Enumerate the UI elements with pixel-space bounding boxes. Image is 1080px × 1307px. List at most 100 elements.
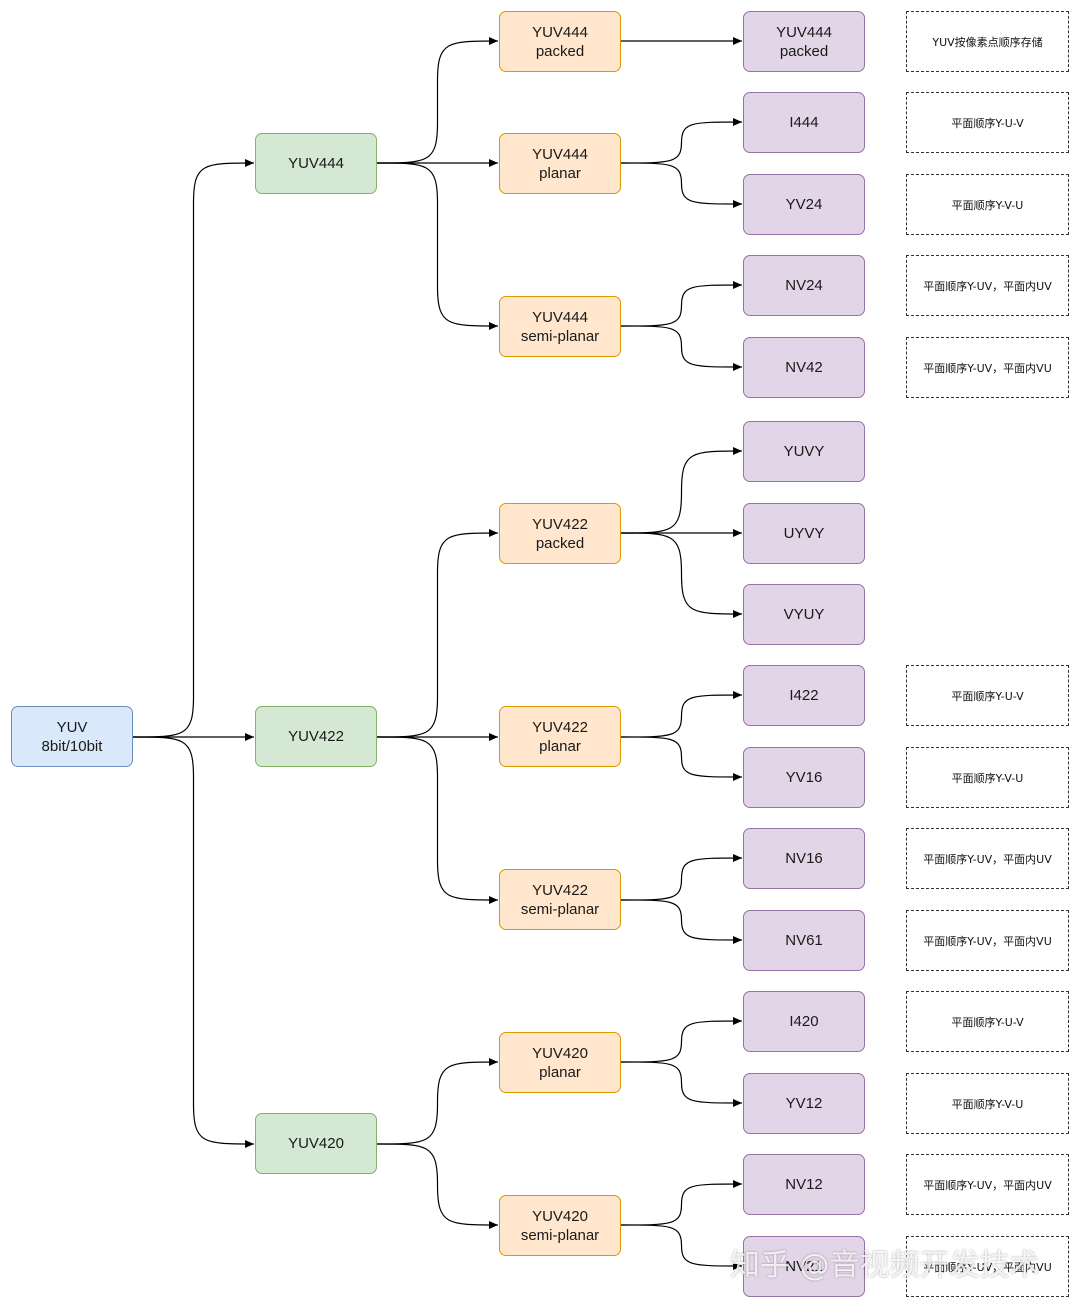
node-label-line2: semi-planar — [520, 1226, 600, 1244]
node-label: VYUY — [783, 606, 825, 623]
node-label-line2: packed — [535, 534, 585, 552]
edge-nv16 — [620, 854, 743, 901]
node-label: I420 — [789, 1013, 819, 1030]
node-label: YUVY — [783, 443, 825, 460]
edge-i420 — [620, 1017, 743, 1063]
node-nv12: NV12 — [743, 1154, 865, 1215]
note-i420: 平面顺序Y-U-V — [906, 991, 1069, 1052]
node-i420: I420 — [743, 991, 865, 1052]
node-label-line2: packed — [779, 42, 829, 60]
node-yuv444: YUV444 — [255, 133, 377, 194]
node-i422: I422 — [743, 665, 865, 726]
node-uyvy: UYVY — [743, 503, 865, 564]
node-yuv444-packed: YUV444 packed — [499, 11, 621, 72]
node-label-line1: YUV — [56, 718, 88, 736]
edge-yuv420-planar — [376, 1058, 499, 1145]
edge-yuv420-semiplanar — [376, 1143, 499, 1229]
edge-yv16 — [620, 736, 743, 781]
node-label-line2: planar — [539, 1063, 581, 1081]
note-i444: 平面顺序Y-U-V — [906, 92, 1069, 153]
node-yuv444-planar: YUV444 planar — [499, 133, 621, 194]
node-vyuy: VYUY — [743, 584, 865, 645]
note-yv24: 平面顺序Y-V-U — [906, 174, 1069, 235]
edge-yv24 — [620, 162, 743, 208]
note-i422: 平面顺序Y-U-V — [906, 665, 1069, 726]
node-label-line1: YUV422 — [532, 881, 588, 899]
node-label: I422 — [789, 687, 819, 704]
node-label: NV61 — [785, 932, 823, 949]
edge-root-yuv444 — [132, 159, 255, 738]
edge-yuv422-semiplanar — [376, 736, 499, 904]
edge-root-yuv420 — [132, 736, 255, 1148]
node-yuv422-planar: YUV422 planar — [499, 706, 621, 767]
node-label: YV12 — [785, 1095, 823, 1112]
edge-yuv422-packed — [376, 529, 499, 738]
note-nv24: 平面顺序Y-UV，平面内UV — [906, 255, 1069, 316]
node-label: NV24 — [785, 277, 823, 294]
node-label-line2: planar — [539, 164, 581, 182]
edge-nv61 — [620, 899, 743, 944]
node-yuv422-packed: YUV422 packed — [499, 503, 621, 564]
note-yv16: 平面顺序Y-V-U — [906, 747, 1069, 808]
edge-nv12 — [620, 1180, 743, 1226]
node-label-line2: planar — [539, 737, 581, 755]
note-yv12: 平面顺序Y-V-U — [906, 1073, 1069, 1134]
note-nv12: 平面顺序Y-UV，平面内UV — [906, 1154, 1069, 1215]
node-yuv-root: YUV 8bit/10bit — [11, 706, 133, 767]
edge-nv21 — [620, 1224, 743, 1270]
node-label-line2: semi-planar — [520, 327, 600, 345]
node-label: I444 — [789, 114, 819, 131]
edge-yuv444-semiplanar — [376, 162, 499, 330]
node-label-line1: YUV420 — [532, 1207, 588, 1225]
node-label-line1: YUV444 — [532, 145, 588, 163]
edge-nv42 — [620, 325, 743, 371]
edge-yv12 — [620, 1061, 743, 1107]
node-label: NV12 — [785, 1176, 823, 1193]
node-nv24: NV24 — [743, 255, 865, 316]
edge-i444 — [620, 118, 743, 164]
node-i444: I444 — [743, 92, 865, 153]
node-yuv444-packed-leaf: YUV444 packed — [743, 11, 865, 72]
node-label: YUV444 — [288, 155, 344, 172]
node-label: NV16 — [785, 850, 823, 867]
node-yuv422-semiplanar: YUV422 semi-planar — [499, 869, 621, 930]
edge-vyuy — [620, 532, 743, 618]
edge-nv24 — [620, 281, 743, 327]
node-label: YV16 — [785, 769, 823, 786]
edge-i422 — [620, 691, 743, 738]
node-nv21: NV21 — [743, 1236, 865, 1297]
node-yv24: YV24 — [743, 174, 865, 235]
node-label-line1: YUV422 — [532, 718, 588, 736]
node-label: NV42 — [785, 359, 823, 376]
note-nv16: 平面顺序Y-UV，平面内UV — [906, 828, 1069, 889]
node-nv42: NV42 — [743, 337, 865, 398]
node-label: UYVY — [783, 525, 825, 542]
node-yuv420-semiplanar: YUV420 semi-planar — [499, 1195, 621, 1256]
node-label-line2: packed — [535, 42, 585, 60]
node-yuv444-semiplanar: YUV444 semi-planar — [499, 296, 621, 357]
node-yv12: YV12 — [743, 1073, 865, 1134]
note-nv42: 平面顺序Y-UV，平面内VU — [906, 337, 1069, 398]
node-nv16: NV16 — [743, 828, 865, 889]
node-nv61: NV61 — [743, 910, 865, 971]
note-yuv444-packed: YUV按像素点顺序存储 — [906, 11, 1069, 72]
node-label-line1: YUV420 — [532, 1044, 588, 1062]
note-nv21: 平面顺序Y-UV，平面内VU — [906, 1236, 1069, 1297]
node-yuvy: YUVY — [743, 421, 865, 482]
node-label: YV24 — [785, 196, 823, 213]
node-label-line1: YUV444 — [532, 308, 588, 326]
node-label-line1: YUV422 — [532, 515, 588, 533]
note-nv61: 平面顺序Y-UV，平面内VU — [906, 910, 1069, 971]
edge-yuv444-packed — [376, 37, 499, 164]
node-yv16: YV16 — [743, 747, 865, 808]
node-yuv420: YUV420 — [255, 1113, 377, 1174]
node-label: YUV420 — [288, 1135, 344, 1152]
node-label-line2: 8bit/10bit — [41, 737, 103, 755]
node-label: NV21 — [785, 1258, 823, 1275]
node-label-line1: YUV444 — [776, 23, 832, 41]
node-label-line1: YUV444 — [532, 23, 588, 41]
node-label: YUV422 — [288, 728, 344, 745]
edge-yuvy — [620, 447, 743, 534]
